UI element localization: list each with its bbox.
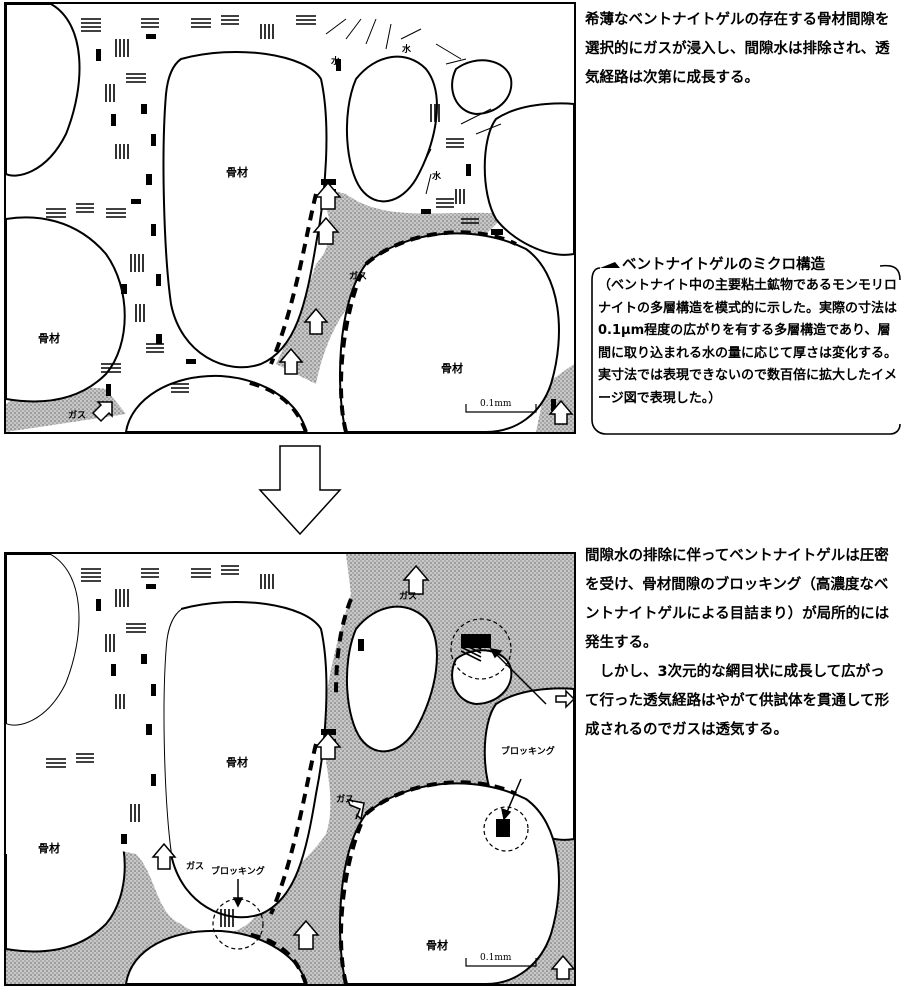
gas-label: ガス [186, 860, 204, 872]
aggregate-label: 骨材 [38, 841, 60, 855]
bottom-diagram: 骨材 骨材 骨材 ガス ガス ガス ブロッキング ブロッキング 0.1mm [6, 554, 574, 984]
aggregate-shape [6, 554, 81, 727]
callout-title: ベントナイトゲルのミクロ構造 [622, 257, 825, 273]
top-description: 希薄なベントナイトゲルの存在する骨材間隙を選択的にガスが浸入し、間隙水は排除され… [585, 12, 890, 86]
top-diagram: 骨材 骨材 骨材 ガス ガス 水 水 水 0.1mm [6, 4, 574, 432]
top-diagram-panel: 骨材 骨材 骨材 ガス ガス 水 水 水 0.1mm [4, 2, 576, 434]
bottom-paragraph: しかし、3次元的な網目状に成長して広がって行った透気経路はやがて供試体を貫通して… [585, 664, 890, 738]
water-label: 水 [331, 55, 341, 67]
aggregate-shape [162, 600, 328, 919]
aggregate-shape [346, 605, 438, 753]
bottom-description: 間隙水の排除に伴ってベントナイトゲルは圧密を受け、骨材間隙のブロッキング（高濃度… [585, 542, 897, 745]
bottom-diagram-panel: 骨材 骨材 骨材 ガス ガス ガス ブロッキング ブロッキング 0.1mm [4, 552, 576, 986]
transition-arrow-icon [258, 445, 342, 536]
aggregate-label: 骨材 [441, 361, 463, 375]
blocking-label: ブロッキング [211, 865, 265, 877]
water-label: 水 [402, 43, 412, 55]
aggregate-label: 骨材 [426, 938, 448, 952]
aggregate-shape [162, 50, 328, 369]
blocking-pointer-arrow [232, 647, 547, 908]
aggregate-shape [483, 102, 574, 256]
aggregate-shape [6, 216, 126, 403]
gas-flow-arrows [91, 181, 574, 425]
gas-flow-arrows [151, 564, 574, 980]
scale-bar: 0.1mm [465, 953, 537, 967]
gas-label: ガス [399, 590, 417, 602]
water-label: 水 [432, 170, 442, 182]
callout-body: （ベントナイト中の主要粘土鉱物であるモンモリロナイトの多層構造を模式的に示した。… [598, 278, 898, 406]
aggregate-shape [451, 59, 513, 116]
aggregate-shape [346, 55, 438, 203]
aggregate-label: 骨材 [226, 755, 248, 769]
aggregate-shape [451, 649, 513, 706]
gel-boundary [245, 598, 517, 984]
aggregate-shape [339, 232, 560, 432]
gel-particles [96, 584, 510, 844]
blocking-marker [212, 618, 529, 950]
scale-label: 0.1mm [480, 953, 512, 963]
blocking-label: ブロッキング [501, 745, 555, 757]
gel-boundary [245, 193, 517, 432]
water-lines [325, 18, 502, 195]
aggregate-shape [6, 4, 81, 177]
aggregate-shape [339, 782, 560, 984]
gas-label: ガス [336, 793, 354, 805]
aggregate-label: 骨材 [226, 165, 248, 179]
gel-particles [96, 34, 556, 411]
bottom-paragraph: 間隙水の排除に伴ってベントナイトゲルは圧密を受け、骨材間隙のブロッキング（高濃度… [585, 548, 890, 651]
scale-bar: 0.1mm [465, 399, 537, 413]
aggregate-label: 骨材 [38, 331, 60, 345]
gel-region [6, 554, 181, 854]
callout-bracket [591, 262, 901, 435]
gel-microstructure [46, 15, 479, 393]
scale-label: 0.1mm [480, 399, 512, 409]
gas-label: ガス [68, 409, 86, 421]
gas-label: ガス [349, 270, 367, 282]
